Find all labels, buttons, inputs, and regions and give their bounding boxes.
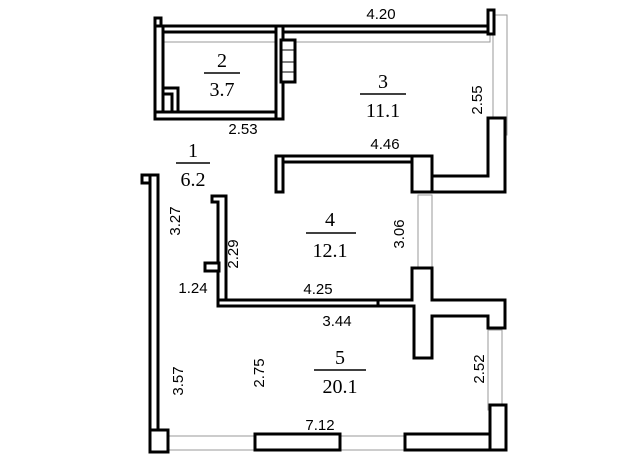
window-right-room4 — [417, 194, 433, 271]
dim-room4-bottom-width: 4.25 — [303, 281, 332, 298]
wall-bottom-left — [148, 428, 170, 454]
dim-room5-right-height: 2.52 — [471, 354, 488, 383]
room-number: 2 — [217, 50, 227, 72]
room-area: 11.1 — [366, 100, 400, 122]
dim-room5-left-height: 3.57 — [170, 366, 187, 395]
dim-room4-left-height: 2.29 — [225, 239, 242, 268]
dim-room4-top-width: 4.46 — [370, 136, 399, 153]
wall-top — [153, 24, 492, 34]
dim-room5-inner-height: 2.75 — [251, 358, 268, 387]
room-area: 3.7 — [210, 79, 235, 101]
dim-room5-top-width: 3.44 — [322, 313, 351, 330]
room-4-label: 4 12.1 — [306, 209, 356, 262]
room-3-label: 3 11.1 — [360, 71, 406, 122]
room-area: 20.1 — [323, 376, 358, 398]
wall-room4-bottom — [216, 298, 380, 308]
wall-room4-top-right — [410, 154, 434, 194]
vent-shaft — [279, 38, 297, 84]
room-5-label: 5 20.1 — [314, 347, 366, 398]
wall-right-lower — [488, 403, 508, 452]
wall-room2-left — [153, 24, 165, 120]
room-area: 6.2 — [181, 169, 206, 191]
wall-room4-left — [210, 194, 228, 305]
dim-small-width: 1.24 — [178, 280, 207, 297]
room-number: 3 — [378, 71, 388, 93]
dim-room3-height: 2.55 — [469, 85, 486, 114]
dimension-labels: 4.20 2.55 2.53 4.46 3.27 2.29 3.06 1.24 … — [167, 6, 488, 434]
room-number: 1 — [188, 140, 198, 162]
wall-room4-top — [274, 154, 434, 164]
wall-room4-right-lower — [376, 266, 507, 360]
wall-right-post — [486, 8, 496, 36]
window-right-bottom — [487, 329, 503, 411]
wall-bottom-right — [403, 432, 502, 452]
dim-bottom-width: 7.12 — [305, 417, 334, 434]
room-number: 4 — [325, 209, 335, 231]
room-number: 5 — [335, 347, 345, 369]
room-2-label: 2 3.7 — [204, 50, 240, 101]
wall-room4-top-left — [274, 154, 285, 194]
wall-left — [148, 173, 160, 437]
room-area: 12.1 — [313, 240, 348, 262]
dim-room4-right-height: 3.06 — [391, 219, 408, 248]
walls — [140, 8, 508, 454]
window-bottom-right — [339, 435, 406, 451]
wall-small-stub — [203, 261, 221, 273]
dim-hall-height: 3.27 — [167, 206, 184, 235]
wall-right-upper — [430, 116, 507, 194]
dim-top-width: 4.20 — [366, 6, 395, 23]
window-bottom-left — [164, 435, 256, 451]
dim-hall-width: 2.53 — [228, 121, 257, 138]
wall-bottom-mid — [253, 432, 342, 452]
wall-room2-notch — [161, 86, 180, 114]
room-1-label: 1 6.2 — [176, 140, 210, 191]
